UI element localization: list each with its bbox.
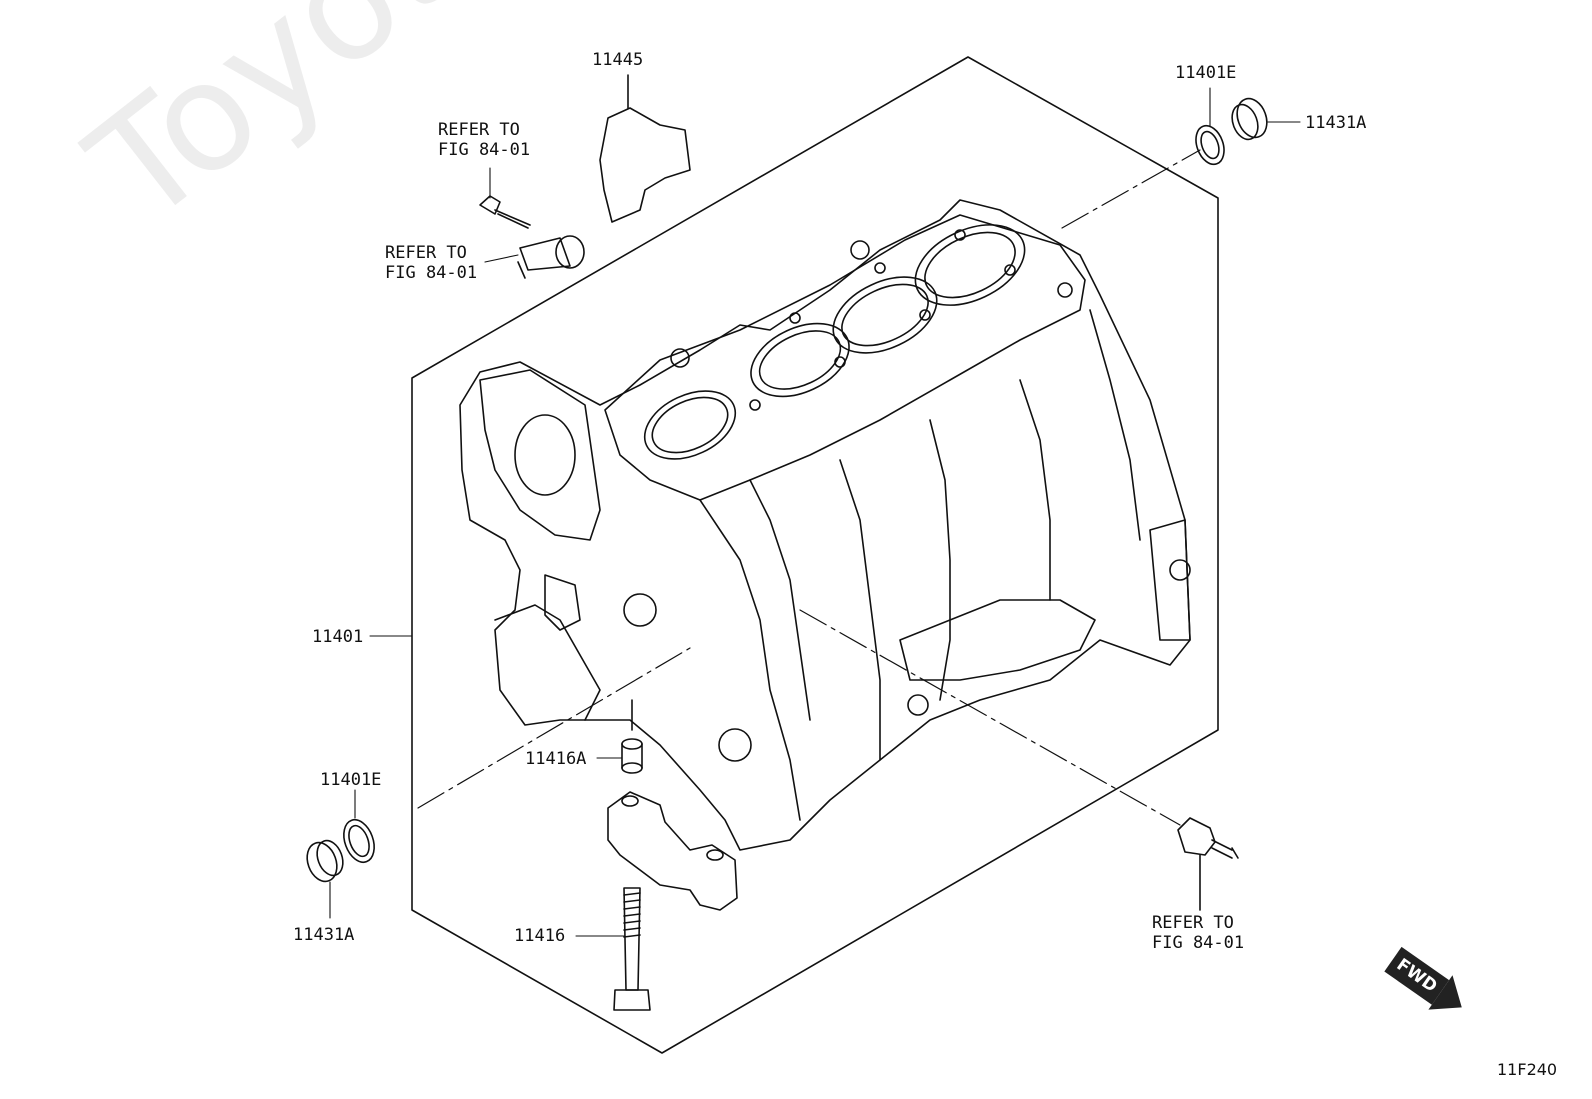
- part-knock-sensor: [517, 235, 585, 279]
- callout-11416A: 11416A: [525, 749, 587, 769]
- callout-11401E-left: 11401E: [320, 770, 382, 790]
- figure-code: 11F240: [1497, 1060, 1558, 1079]
- part-11431A-bottom-plug: [306, 839, 344, 883]
- part-oil-pressure-switch: [1177, 817, 1239, 911]
- callout-refer-top-2: REFER TO FIG 84-01: [385, 243, 478, 283]
- callout-11416: 11416: [514, 926, 566, 946]
- callout-11431A-bottom: 11431A: [293, 925, 355, 945]
- part-11445: [599, 74, 691, 223]
- part-11416-bolt: [613, 887, 651, 1011]
- callout-11431A-top: 11431A: [1305, 113, 1367, 133]
- part-11416A-dowel: [621, 699, 643, 774]
- part-11401E-left-gasket: [343, 818, 375, 864]
- part-bearing-cap: [607, 791, 738, 911]
- part-11401E-top-gasket: [1195, 124, 1225, 166]
- callout-11401: 11401: [312, 627, 364, 647]
- part-knock-sensor-bolt: [479, 195, 531, 229]
- callout-refer-top-1: REFER TO FIG 84-01: [438, 120, 531, 160]
- callout-11445: 11445: [592, 50, 644, 70]
- callout-refer-bottom: REFER TO FIG 84-01: [1152, 913, 1245, 953]
- callout-11401E-top: 11401E: [1175, 63, 1237, 83]
- assembly-boundary: [411, 56, 1219, 1054]
- part-11431A-top-plug: [1231, 97, 1268, 141]
- cylinder-block-drawing: [459, 199, 1191, 851]
